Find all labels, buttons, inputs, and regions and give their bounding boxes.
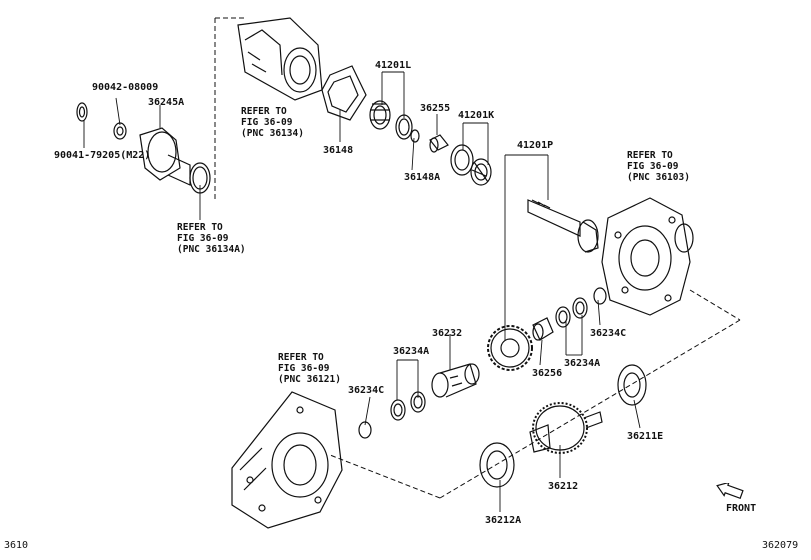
part-label-36234C-right: 36234C — [590, 328, 627, 339]
front-label: FRONT — [726, 503, 757, 514]
bearing-36211E — [617, 364, 647, 406]
footer-left-code: 3610 — [4, 540, 29, 551]
leader-lines — [83, 71, 641, 512]
snap-ring-36234C-right — [593, 287, 607, 305]
gasket-36148 — [321, 65, 367, 121]
bearing-36212A — [479, 442, 515, 488]
part-label-36148A: 36148A — [404, 172, 441, 183]
sleeve-36256 — [532, 317, 554, 341]
part-label-90041-79205: 90041-79205(M22) — [54, 150, 151, 161]
footer-right-code: 362079 — [762, 540, 799, 551]
front-housing-group — [237, 17, 323, 101]
part-label-36234A-right: 36234A — [564, 358, 601, 369]
part-label-90042-08009: 90042-08009 — [92, 82, 159, 93]
part-label-41201K: 41201K — [458, 110, 495, 121]
part-label-36212: 36212 — [548, 481, 579, 492]
bearing-41201K — [450, 144, 492, 186]
part-label-36256: 36256 — [532, 368, 563, 379]
sleeve-36255 — [429, 134, 449, 153]
part-label-36234C-left: 36234C — [348, 385, 385, 396]
bearing-41201L — [369, 100, 413, 140]
sprocket-gear — [487, 325, 533, 371]
flange-36245A-group — [76, 102, 211, 194]
dashed-boundary-lines — [214, 17, 741, 499]
bearing-36234A-right — [555, 297, 588, 328]
part-label-41201L: 41201L — [375, 60, 412, 71]
part-label-36232: 36232 — [432, 328, 463, 339]
part-label-36245A: 36245A — [148, 97, 185, 108]
bearing-36234A-left — [390, 391, 426, 421]
part-label-36212A: 36212A — [485, 515, 522, 526]
front-indicator: FRONT — [708, 483, 758, 519]
part-label-36211E: 36211E — [627, 431, 664, 442]
part-label-36234A-left: 36234A — [393, 346, 430, 357]
part-label-41201P: 41201P — [517, 140, 554, 151]
snap-ring-36234C-left — [358, 421, 372, 439]
shaft-36232 — [431, 363, 480, 398]
rear-housing-group — [601, 197, 694, 316]
front-arrow-icon — [716, 483, 744, 499]
case-housing-lower — [231, 391, 343, 529]
part-label-36255: 36255 — [420, 103, 451, 114]
ring-36148A — [410, 129, 420, 143]
part-label-36148: 36148 — [323, 145, 354, 156]
gear-36212 — [529, 402, 603, 454]
shaft-41201P — [527, 199, 599, 253]
